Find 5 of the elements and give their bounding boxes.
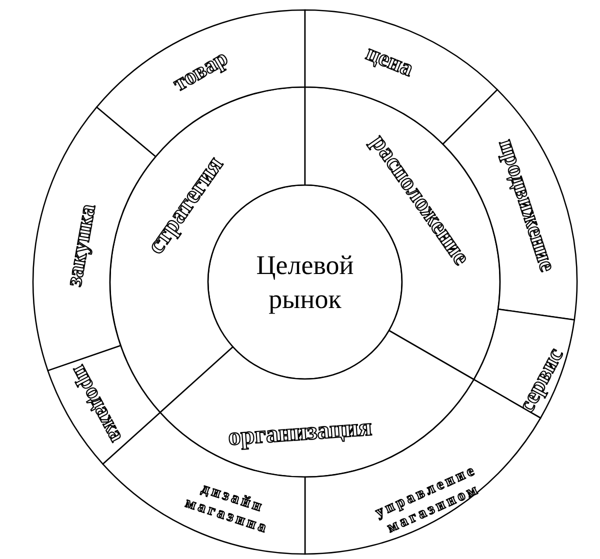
sector-label: цена bbox=[362, 39, 418, 81]
sector-label: товар bbox=[168, 44, 232, 96]
center-label: Целевой рынок bbox=[256, 250, 354, 314]
sector-label: организация bbox=[227, 414, 373, 450]
sector-label: закупка bbox=[60, 202, 100, 288]
